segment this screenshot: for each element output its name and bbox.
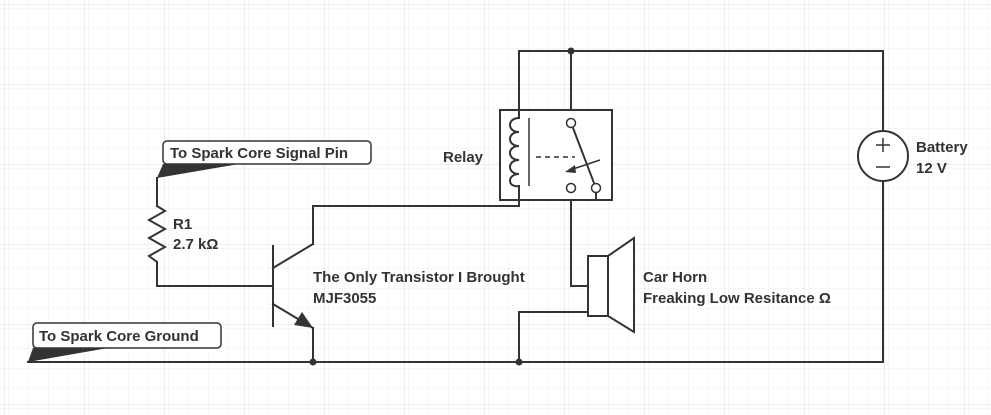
relay-label: Relay xyxy=(443,149,484,166)
transistor-desc-label: The Only Transistor I Brought xyxy=(313,269,525,286)
resistor-value-label: 2.7 kΩ xyxy=(173,236,218,253)
signal-pin-label: To Spark Core Signal Pin xyxy=(170,145,348,162)
ground-label: To Spark Core Ground xyxy=(39,328,199,345)
dc-source-icon xyxy=(857,130,909,182)
junction-dot xyxy=(309,358,317,366)
ground-tag: To Spark Core Ground xyxy=(28,322,222,362)
battery-name-label: Battery xyxy=(916,139,968,156)
battery-voltage-label: 12 V xyxy=(916,160,947,177)
junction-dot xyxy=(567,47,575,55)
horn-desc-label: Freaking Low Resitance Ω xyxy=(643,290,831,307)
relay-coil-switch-icon xyxy=(499,109,613,201)
speaker-icon xyxy=(587,236,635,334)
resistor-name-label: R1 xyxy=(173,216,192,233)
junction-dots xyxy=(309,47,575,366)
transistor-part-label: MJF3055 xyxy=(313,290,376,307)
resistor-zigzag-icon xyxy=(146,204,168,264)
junction-dot xyxy=(515,358,523,366)
horn-name-label: Car Horn xyxy=(643,269,707,286)
signal-pin-tag: To Spark Core Signal Pin xyxy=(157,140,372,178)
npn-transistor-icon xyxy=(271,242,315,330)
